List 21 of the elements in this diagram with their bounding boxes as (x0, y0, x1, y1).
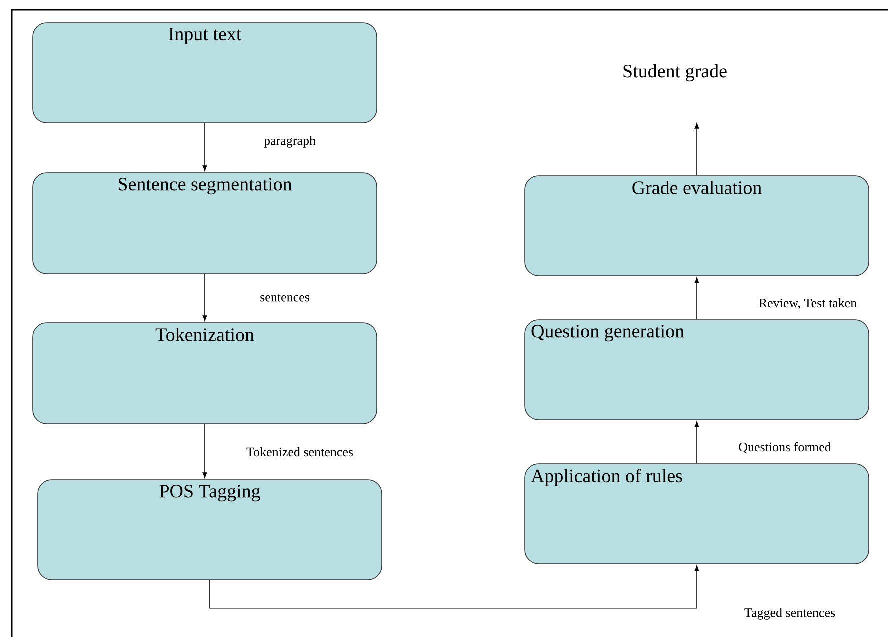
edge-label: Review, Test taken (758, 297, 858, 310)
arrow (202, 274, 208, 322)
arrow (210, 566, 700, 609)
arrow (694, 123, 700, 176)
edge-label: Questions formed (738, 441, 832, 455)
output-label: Student grade (624, 64, 727, 82)
edge-label: sentences (259, 293, 311, 303)
arrow (202, 424, 208, 478)
process-box: Grade evaluation (524, 176, 870, 276)
arrow (202, 123, 208, 172)
process-box: Application of rules (524, 464, 870, 564)
edge-label: Tokenized sentences (246, 446, 355, 458)
process-box: Tokenization (32, 322, 378, 424)
edge-label: Tagged sentences (743, 607, 837, 621)
arrow (694, 278, 700, 320)
process-box: Input text (32, 22, 378, 124)
process-box: Question generation (524, 320, 870, 420)
process-box: Sentence segmentation (32, 172, 378, 274)
process-box: POS Tagging (38, 480, 382, 580)
arrow (694, 422, 700, 464)
edge-label: paragraph (263, 135, 317, 149)
